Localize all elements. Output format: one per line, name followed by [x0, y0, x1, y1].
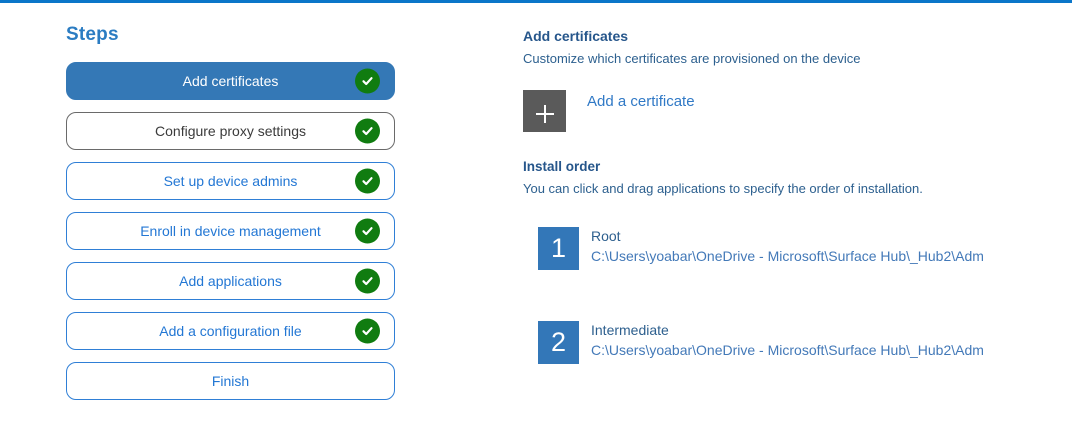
step-add-certificates[interactable]: Add certificates: [66, 62, 395, 100]
cert-item-text: Intermediate C:\Users\yoabar\OneDrive - …: [591, 321, 1023, 358]
cert-name: Root: [591, 228, 621, 244]
step-label: Add a configuration file: [159, 323, 302, 339]
check-icon: [355, 218, 380, 244]
cert-path: C:\Users\yoabar\OneDrive - Microsoft\Sur…: [591, 248, 984, 264]
step-label: Add applications: [179, 273, 282, 289]
install-order-item-intermediate[interactable]: 2 Intermediate C:\Users\yoabar\OneDrive …: [538, 321, 1023, 364]
add-certificate-label: Add a certificate: [587, 93, 695, 110]
step-label: Add certificates: [182, 73, 279, 89]
step-set-up-device-admins[interactable]: Set up device admins: [66, 162, 395, 200]
check-icon: [355, 318, 380, 344]
step-finish[interactable]: Finish: [66, 362, 395, 400]
install-order-item-root[interactable]: 1 Root C:\Users\yoabar\OneDrive - Micros…: [538, 227, 1023, 270]
order-number-badge: 1: [538, 227, 579, 270]
step-label: Set up device admins: [163, 173, 298, 189]
top-accent-bar: [0, 0, 1072, 3]
step-add-applications[interactable]: Add applications: [66, 262, 395, 300]
steps-sidebar: Steps Add certificates Configure proxy s…: [66, 24, 396, 412]
step-add-a-configuration-file[interactable]: Add a configuration file: [66, 312, 395, 350]
check-icon: [355, 118, 380, 144]
cert-item-text: Root C:\Users\yoabar\OneDrive - Microsof…: [591, 227, 1023, 264]
cert-name: Intermediate: [591, 322, 669, 338]
steps-title: Steps: [66, 24, 119, 45]
install-order-title: Install order: [523, 159, 601, 174]
step-label: Finish: [211, 373, 250, 389]
page-subtitle: Customize which certificates are provisi…: [523, 51, 861, 66]
check-icon: [355, 168, 380, 194]
check-icon: [355, 68, 380, 94]
step-enroll-in-device-management[interactable]: Enroll in device management: [66, 212, 395, 250]
step-label: Configure proxy settings: [155, 123, 306, 139]
step-configure-proxy-settings[interactable]: Configure proxy settings: [66, 112, 395, 150]
page-title: Add certificates: [523, 28, 629, 44]
main-panel: Add certificates Customize which certifi…: [523, 28, 1023, 364]
step-label: Enroll in device management: [140, 223, 321, 239]
cert-path: C:\Users\yoabar\OneDrive - Microsoft\Sur…: [591, 342, 984, 358]
check-icon: [355, 268, 380, 294]
plus-icon: [523, 90, 566, 132]
order-number-badge: 2: [538, 321, 579, 364]
add-certificate-button[interactable]: Add a certificate: [523, 90, 1023, 132]
install-order-description: You can click and drag applications to s…: [523, 181, 923, 196]
